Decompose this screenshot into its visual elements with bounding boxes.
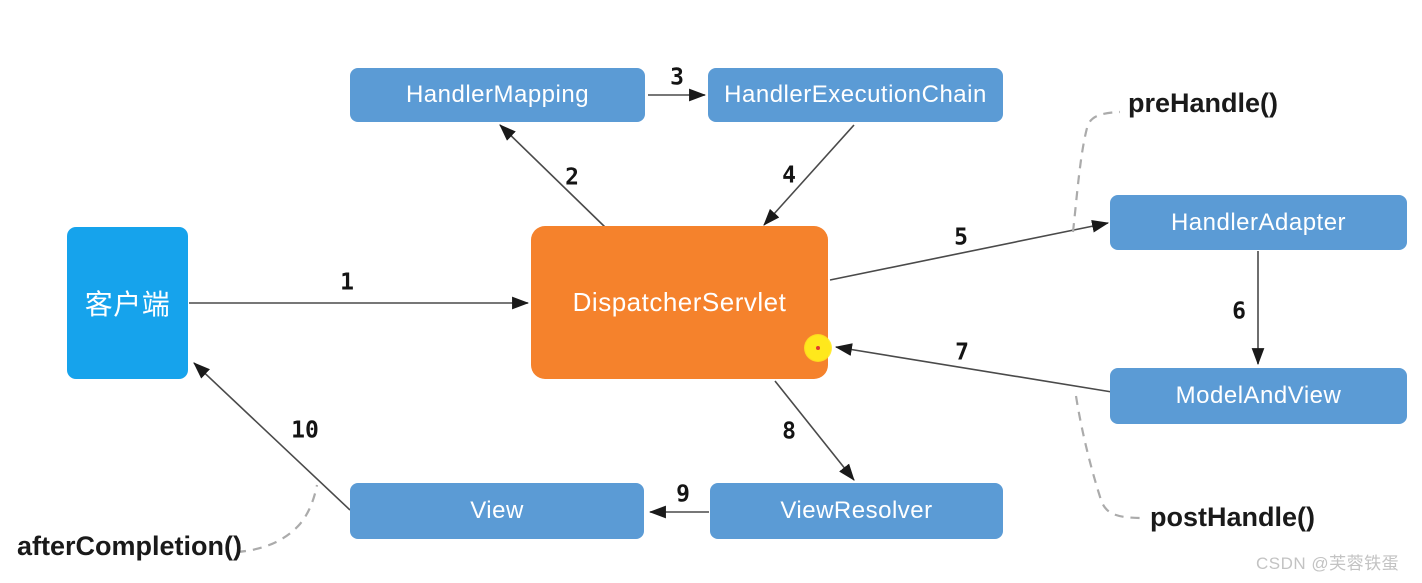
step-number-7: 7 xyxy=(955,339,969,366)
step-number-5: 5 xyxy=(954,224,968,251)
arrow-8-dispatcher-to-viewresolver xyxy=(774,380,855,481)
node-model-and-view-label: ModelAndView xyxy=(1175,382,1342,409)
node-handler-execution-chain: HandlerExecutionChain xyxy=(708,68,1003,122)
arrow-7-modelandview-to-dispatcher xyxy=(834,343,1113,393)
click-indicator-icon xyxy=(804,334,832,362)
node-model-and-view: ModelAndView xyxy=(1110,368,1407,424)
node-view: View xyxy=(350,483,644,539)
node-view-resolver: ViewResolver xyxy=(710,483,1003,539)
step-number-1: 1 xyxy=(340,269,354,296)
node-handler-mapping: HandlerMapping xyxy=(350,68,645,122)
arrow-5-dispatcher-to-handleradapter xyxy=(829,219,1110,281)
annotation-aftercompletion: afterCompletion() xyxy=(17,531,242,561)
annotation-prehandle: preHandle() xyxy=(1128,88,1279,118)
annotation-posthandle: postHandle() xyxy=(1150,502,1315,532)
step-number-6: 6 xyxy=(1232,298,1246,325)
arrow-10-view-to-client xyxy=(193,362,351,511)
step-number-3: 3 xyxy=(670,64,684,91)
node-view-resolver-label: ViewResolver xyxy=(780,497,933,524)
node-handler-mapping-label: HandlerMapping xyxy=(405,81,590,108)
node-client-label: 客户端 xyxy=(84,289,171,320)
step-number-9: 9 xyxy=(676,481,690,508)
node-view-label: View xyxy=(470,497,524,524)
arrow-4-executionchain-to-dispatcher xyxy=(763,124,855,226)
step-number-2: 2 xyxy=(565,164,579,191)
step-number-10: 10 xyxy=(291,417,319,444)
node-handler-execution-chain-label: HandlerExecutionChain xyxy=(724,81,987,108)
step-number-8: 8 xyxy=(782,418,796,445)
node-dispatcher-servlet-label: DispatcherServlet xyxy=(572,287,787,317)
arrow-2-dispatcher-to-handlermapping xyxy=(499,124,607,229)
node-client: 客户端 xyxy=(67,227,188,379)
node-dispatcher-servlet: DispatcherServlet xyxy=(531,226,828,379)
step-number-4: 4 xyxy=(782,162,796,189)
watermark: CSDN @芙蓉铁蛋 xyxy=(1256,554,1400,573)
node-handler-adapter-label: HandlerAdapter xyxy=(1170,208,1347,236)
prehandle-connector-dashed xyxy=(1071,110,1121,233)
aftercompletion-connector-dashed xyxy=(236,484,319,554)
posthandle-connector-dashed xyxy=(1074,395,1145,520)
node-handler-adapter: HandlerAdapter xyxy=(1110,195,1407,250)
